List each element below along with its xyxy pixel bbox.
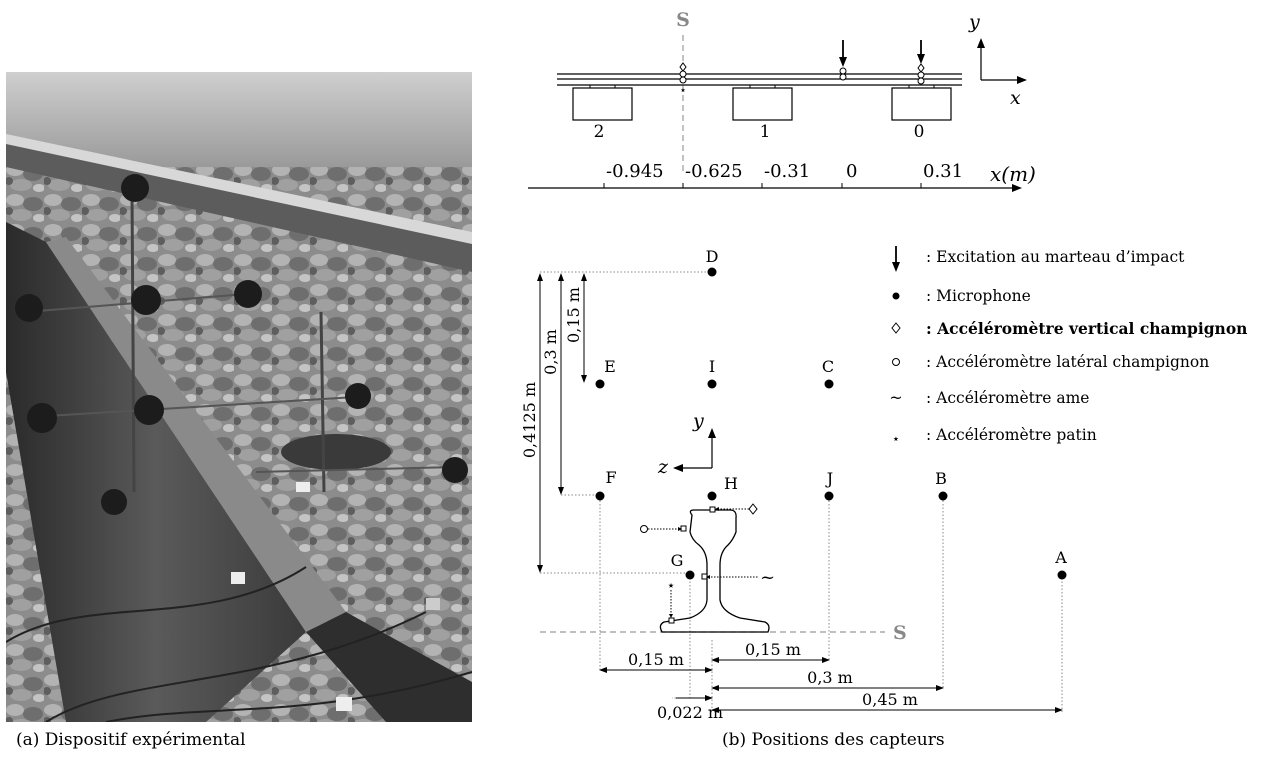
- arrow-down-icon: [892, 262, 900, 272]
- diamond-icon: [748, 503, 758, 515]
- tick-label: -0.625: [685, 161, 743, 182]
- axis-z-label-section: z: [657, 456, 669, 478]
- sleeper-label-1: 1: [760, 122, 771, 142]
- star-icon: ⋆: [679, 83, 687, 97]
- tick-label: -0.945: [606, 161, 664, 182]
- legend-item-microphone: : Microphone: [926, 287, 1031, 305]
- section-label-top: S: [676, 9, 690, 31]
- arrow-down-icon: [917, 54, 925, 64]
- legend-item-lateral-accelerometer: : Accéléromètre latéral champignon: [926, 353, 1209, 371]
- point-H: [707, 491, 717, 501]
- axis-title-x: x(m): [990, 162, 1036, 186]
- point-label: I: [709, 357, 715, 376]
- cross-section: S ~ ⋆ D: [520, 247, 1067, 722]
- point-label: D: [706, 247, 719, 266]
- caption-positions: (b) Positions des capteurs: [722, 730, 945, 750]
- tilde-icon: ~: [889, 388, 902, 407]
- star-icon: ⋆: [892, 432, 900, 447]
- section-label-bottom: S: [893, 622, 907, 644]
- diamond-icon: [679, 62, 687, 72]
- dim-0-022: 0,022 m: [657, 703, 723, 722]
- diamond-icon: [891, 322, 901, 334]
- tick-label: 0.31: [923, 161, 963, 182]
- legend-item-foot-accelerometer: : Accéléromètre patin: [926, 426, 1097, 444]
- legend-item-vertical-accelerometer: : Accéléromètre vertical champignon: [926, 319, 1247, 338]
- point-D: [707, 267, 717, 277]
- caption-setup: (a) Dispositif expérimental: [16, 730, 246, 750]
- circle-icon: [679, 76, 687, 84]
- point-label: A: [1054, 548, 1067, 567]
- experimental-setup-photo: [6, 72, 472, 722]
- point-label: F: [605, 468, 616, 487]
- top-view: S 2 1 0 ⋆ y x: [528, 9, 1036, 192]
- point-A: [1057, 570, 1067, 580]
- dim-0-4125: 0,4125 m: [520, 382, 539, 458]
- tilde-icon: ~: [760, 567, 775, 588]
- sleeper-0: [891, 87, 952, 121]
- sleeper-label-2: 2: [594, 122, 605, 142]
- sleeper-1: [732, 87, 793, 121]
- legend: ~ ⋆ : Excitation au marteau d’impact : M…: [889, 246, 1247, 447]
- dot-icon: [892, 292, 900, 300]
- point-I: [707, 379, 717, 389]
- sleeper-2: [572, 87, 633, 121]
- legend-item-web-accelerometer: : Accéléromètre ame: [926, 389, 1089, 407]
- circle-icon: [892, 358, 900, 366]
- tick-label: 0: [846, 161, 857, 182]
- dim-0-15-vertical: 0,15 m: [564, 287, 583, 343]
- point-label: G: [671, 551, 684, 570]
- tick-label: -0.31: [764, 161, 810, 182]
- photo-illustration: [6, 72, 472, 722]
- axis-y-label-top: y: [968, 11, 980, 33]
- legend-item-impact: : Excitation au marteau d’impact: [926, 248, 1185, 266]
- point-J: [824, 491, 834, 501]
- sensor-positions-diagram: S 2 1 0 ⋆ y x: [520, 9, 1247, 722]
- point-B: [938, 491, 948, 501]
- point-label: C: [822, 357, 834, 376]
- point-F: [595, 491, 605, 501]
- arrow-down-icon: [839, 57, 847, 67]
- rail-profile: [659, 509, 770, 633]
- point-label: J: [825, 469, 833, 488]
- dim-0-15-right: 0,15 m: [745, 640, 801, 659]
- point-label: E: [604, 357, 616, 376]
- axis-x-label-top: x: [1010, 87, 1021, 109]
- point-E: [595, 379, 605, 389]
- circle-icon: [640, 525, 648, 533]
- point-label: H: [724, 474, 738, 493]
- dim-0-45: 0,45 m: [862, 690, 918, 709]
- dim-0-3-vertical: 0,3 m: [541, 329, 560, 375]
- dim-0-3-horizontal: 0,3 m: [807, 668, 853, 687]
- sleeper-label-0: 0: [914, 122, 925, 142]
- axis-y-label-section: y: [692, 410, 704, 432]
- point-C: [824, 379, 834, 389]
- star-icon: ⋆: [667, 578, 676, 594]
- dim-0-15-left: 0,15 m: [628, 650, 684, 669]
- microphone-points: [595, 267, 1067, 580]
- circle-icon: [679, 70, 687, 78]
- point-label: B: [935, 469, 947, 488]
- point-G: [685, 570, 695, 580]
